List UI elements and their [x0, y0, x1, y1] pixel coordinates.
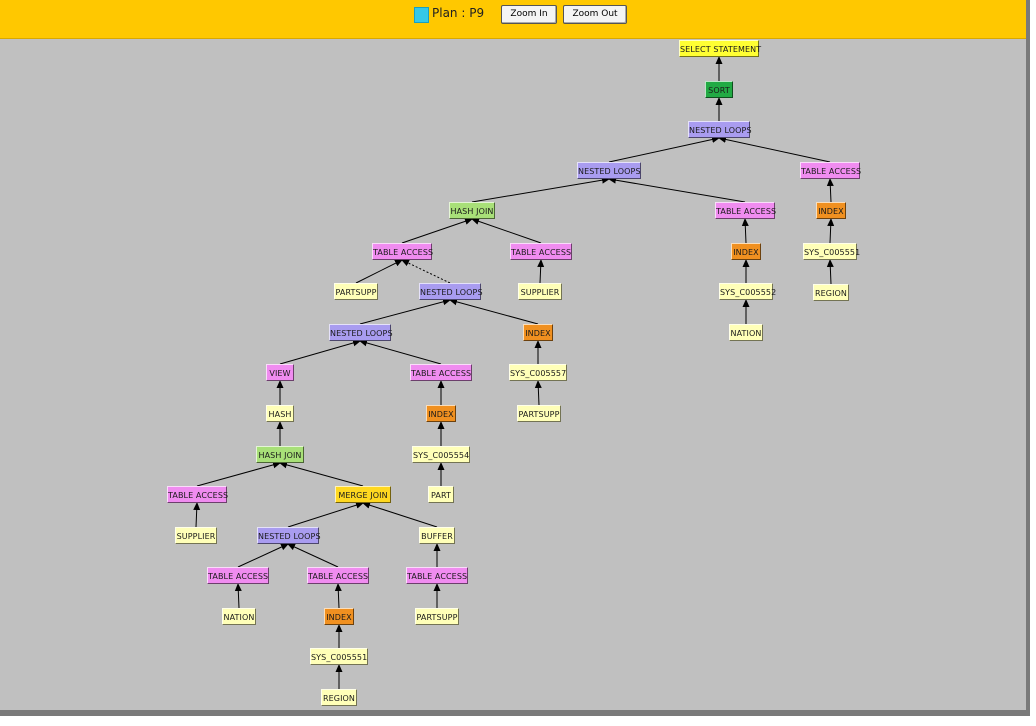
plan-node-buffer[interactable]: BUFFER: [419, 527, 455, 544]
plan-icon: [414, 7, 429, 23]
zoom-out-button[interactable]: Zoom Out: [563, 5, 627, 24]
plan-title: Plan : P9: [432, 6, 485, 20]
plan-edge: [279, 461, 364, 487]
plan-node-index[interactable]: INDEX: [324, 608, 354, 625]
plan-node-hash-join[interactable]: HASH JOIN: [449, 202, 495, 219]
plan-node-table-access[interactable]: TABLE ACCESS: [715, 202, 776, 219]
plan-edge: [362, 501, 438, 528]
plan-node-table-access[interactable]: TABLE ACCESS: [307, 567, 369, 584]
plan-node-nested-loops[interactable]: NESTED LOOPS: [329, 324, 393, 341]
plan-node-table-access[interactable]: TABLE ACCESS: [406, 567, 468, 584]
toolbar: Plan : P9 Zoom In Zoom Out: [0, 0, 1026, 39]
plan-node-partsupp[interactable]: PARTSUPP: [334, 283, 378, 300]
plan-edge: [334, 583, 342, 609]
plan-edge: [608, 176, 746, 203]
plan-node-hash-join[interactable]: HASH JOIN: [256, 446, 304, 463]
plan-edge: [827, 218, 835, 244]
plan-node-partsupp[interactable]: PARTSUPP: [415, 608, 459, 625]
plan-edge: [196, 461, 281, 487]
plan-node-partsupp[interactable]: PARTSUPP: [517, 405, 561, 422]
plan-node-index[interactable]: INDEX: [731, 243, 761, 260]
plan-edge: [237, 543, 289, 568]
plan-edge: [401, 217, 473, 244]
plan-node-sys-c005551[interactable]: SYS_C005551: [310, 648, 368, 665]
plan-edge: [355, 259, 403, 284]
plan-node-nested-loops[interactable]: NESTED LOOPS: [577, 162, 641, 179]
plan-edge: [534, 380, 542, 406]
plan-node-nation[interactable]: NATION: [729, 324, 763, 341]
plan-node-index[interactable]: INDEX: [426, 405, 456, 422]
zoom-in-button[interactable]: Zoom In: [501, 5, 557, 24]
plan-node-table-access[interactable]: TABLE ACCESS: [167, 486, 228, 503]
plan-node-select-statement[interactable]: SELECT STATEMENT: [679, 40, 761, 57]
plan-edge: [471, 217, 542, 244]
plan-node-nation[interactable]: NATION: [222, 608, 256, 625]
plan-edge: [287, 501, 364, 528]
plan-edge: [279, 339, 361, 365]
plan-edge: [537, 259, 545, 284]
plan-edge: [193, 502, 201, 528]
plan-node-sys-c005552[interactable]: SYS_C005552: [719, 283, 776, 300]
plan-node-nested-loops[interactable]: NESTED LOOPS: [419, 283, 483, 300]
plan-node-nested-loops[interactable]: NESTED LOOPS: [688, 121, 752, 138]
plan-edge: [234, 583, 242, 609]
plan-edge: [401, 259, 451, 284]
plan-node-view[interactable]: VIEW: [266, 364, 294, 381]
plan-node-nested-loops[interactable]: NESTED LOOPS: [257, 527, 321, 544]
plan-node-table-access[interactable]: TABLE ACCESS: [510, 243, 572, 260]
plan-node-merge-join[interactable]: MERGE JOIN: [335, 486, 391, 503]
plan-edge: [826, 178, 834, 203]
plan-edge: [608, 136, 720, 163]
plan-node-sys-c005554[interactable]: SYS_C005554: [412, 446, 470, 463]
plan-node-table-access[interactable]: TABLE ACCESS: [410, 364, 472, 381]
plan-node-index[interactable]: INDEX: [816, 202, 846, 219]
plan-edge: [741, 218, 749, 244]
plan-node-sys-c005557[interactable]: SYS_C005557: [509, 364, 567, 381]
plan-edge: [449, 298, 539, 325]
plan-edge: [718, 136, 831, 163]
plan-edge: [471, 176, 610, 203]
plan-node-sort[interactable]: SORT: [705, 81, 733, 98]
plan-node-index[interactable]: INDEX: [523, 324, 553, 341]
plan-node-table-access[interactable]: TABLE ACCESS: [207, 567, 269, 584]
plan-node-region[interactable]: REGION: [321, 689, 357, 706]
plan-edge: [359, 298, 451, 325]
plan-node-part[interactable]: PART: [428, 486, 454, 503]
plan-node-hash[interactable]: HASH: [266, 405, 294, 422]
plan-node-region[interactable]: REGION: [813, 284, 849, 301]
plan-node-supplier[interactable]: SUPPLIER: [175, 527, 217, 544]
plan-node-table-access[interactable]: TABLE ACCESS: [372, 243, 433, 260]
plan-edge: [287, 543, 339, 568]
plan-node-supplier[interactable]: SUPPLIER: [518, 283, 562, 300]
plan-node-sys-c005551[interactable]: SYS_C005551: [803, 243, 860, 260]
plan-edge: [359, 339, 442, 365]
plan-edge: [826, 259, 834, 285]
plan-node-table-access[interactable]: TABLE ACCESS: [800, 162, 861, 179]
